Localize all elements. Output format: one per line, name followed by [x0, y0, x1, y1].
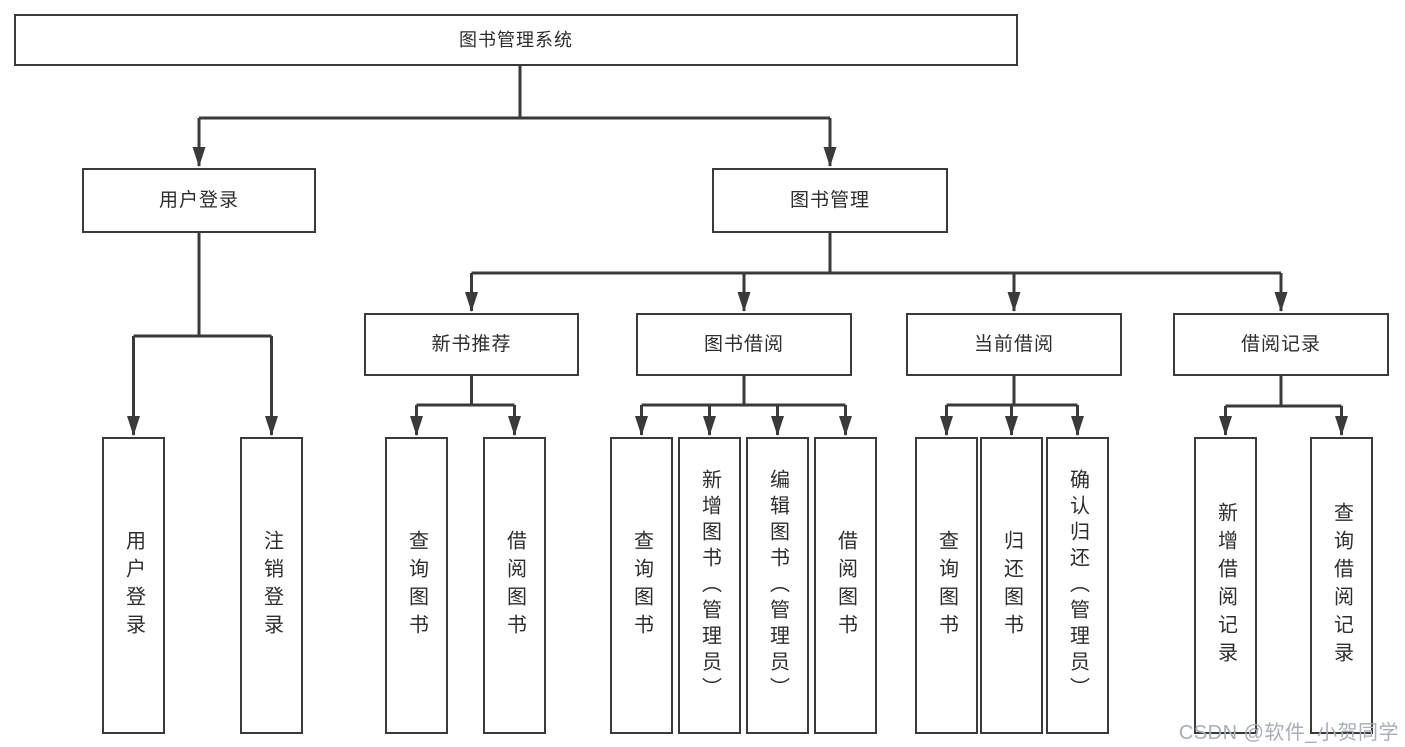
- leaf-borrow-books: 借阅图书: [814, 437, 877, 734]
- node-borrowing-records: 借阅记录: [1173, 313, 1389, 376]
- node-user-login: 用户登录: [82, 168, 316, 233]
- node-current-borrowing: 当前借阅: [906, 313, 1122, 376]
- leaf-query-borrow-record: 查询借阅记录: [1310, 437, 1373, 734]
- leaf-query-books-current: 查询图书: [915, 437, 978, 734]
- leaf-add-book-admin: 新增图书（管理员）: [678, 437, 741, 734]
- node-root: 图书管理系统: [14, 14, 1018, 66]
- leaf-query-books-borrowing: 查询图书: [610, 437, 673, 734]
- leaf-user-login: 用户登录: [102, 437, 165, 734]
- watermark: CSDN @软件_小贺同学: [1178, 722, 1399, 744]
- leaf-add-borrow-record: 新增借阅记录: [1194, 437, 1257, 734]
- node-book-borrowing: 图书借阅: [636, 313, 852, 376]
- leaf-return-books: 归还图书: [980, 437, 1043, 734]
- leaf-logout-login: 注销登录: [240, 437, 303, 734]
- node-new-book-recommendation: 新书推荐: [364, 313, 579, 376]
- node-book-management: 图书管理: [712, 168, 948, 233]
- leaf-confirm-return-admin: 确认归还（管理员）: [1046, 437, 1109, 734]
- leaf-query-books-recommend: 查询图书: [385, 437, 448, 734]
- leaf-borrow-books-recommend: 借阅图书: [483, 437, 546, 734]
- leaf-edit-book-admin: 编辑图书（管理员）: [746, 437, 809, 734]
